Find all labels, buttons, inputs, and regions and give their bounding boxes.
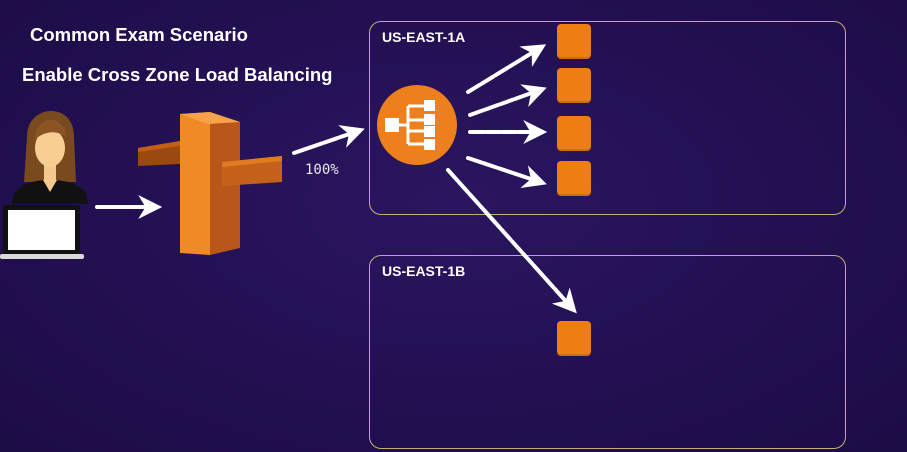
slide-subtitle: Enable Cross Zone Load Balancing	[22, 64, 333, 85]
arrow-elb-to-instance-1	[466, 44, 547, 94]
slide-title: Common Exam Scenario	[30, 24, 248, 45]
arrow-elb-to-zone-b-instance	[446, 168, 577, 314]
ec2-instance-icon	[557, 24, 591, 59]
ec2-instance-icon	[557, 321, 591, 356]
zone-a-label: US-EAST-1A	[382, 29, 466, 45]
user-with-laptop-icon	[0, 111, 88, 259]
ec2-instance-icon	[557, 161, 591, 196]
arrow-elb-to-instance-4	[466, 156, 547, 189]
elastic-load-balancer-icon	[377, 85, 457, 165]
route53-icon	[138, 112, 282, 255]
arrow-dns-to-elb	[292, 125, 365, 155]
availability-zone-b: US-EAST-1B	[369, 255, 846, 449]
ec2-instance-icon	[557, 116, 591, 151]
traffic-arrows	[95, 44, 577, 314]
ec2-instance-icon	[557, 68, 591, 103]
availability-zone-a: US-EAST-1A	[369, 21, 846, 215]
traffic-percent-label: 100%	[305, 162, 339, 178]
arrow-elb-to-instance-2	[468, 84, 547, 117]
zone-b-label: US-EAST-1B	[382, 263, 466, 279]
